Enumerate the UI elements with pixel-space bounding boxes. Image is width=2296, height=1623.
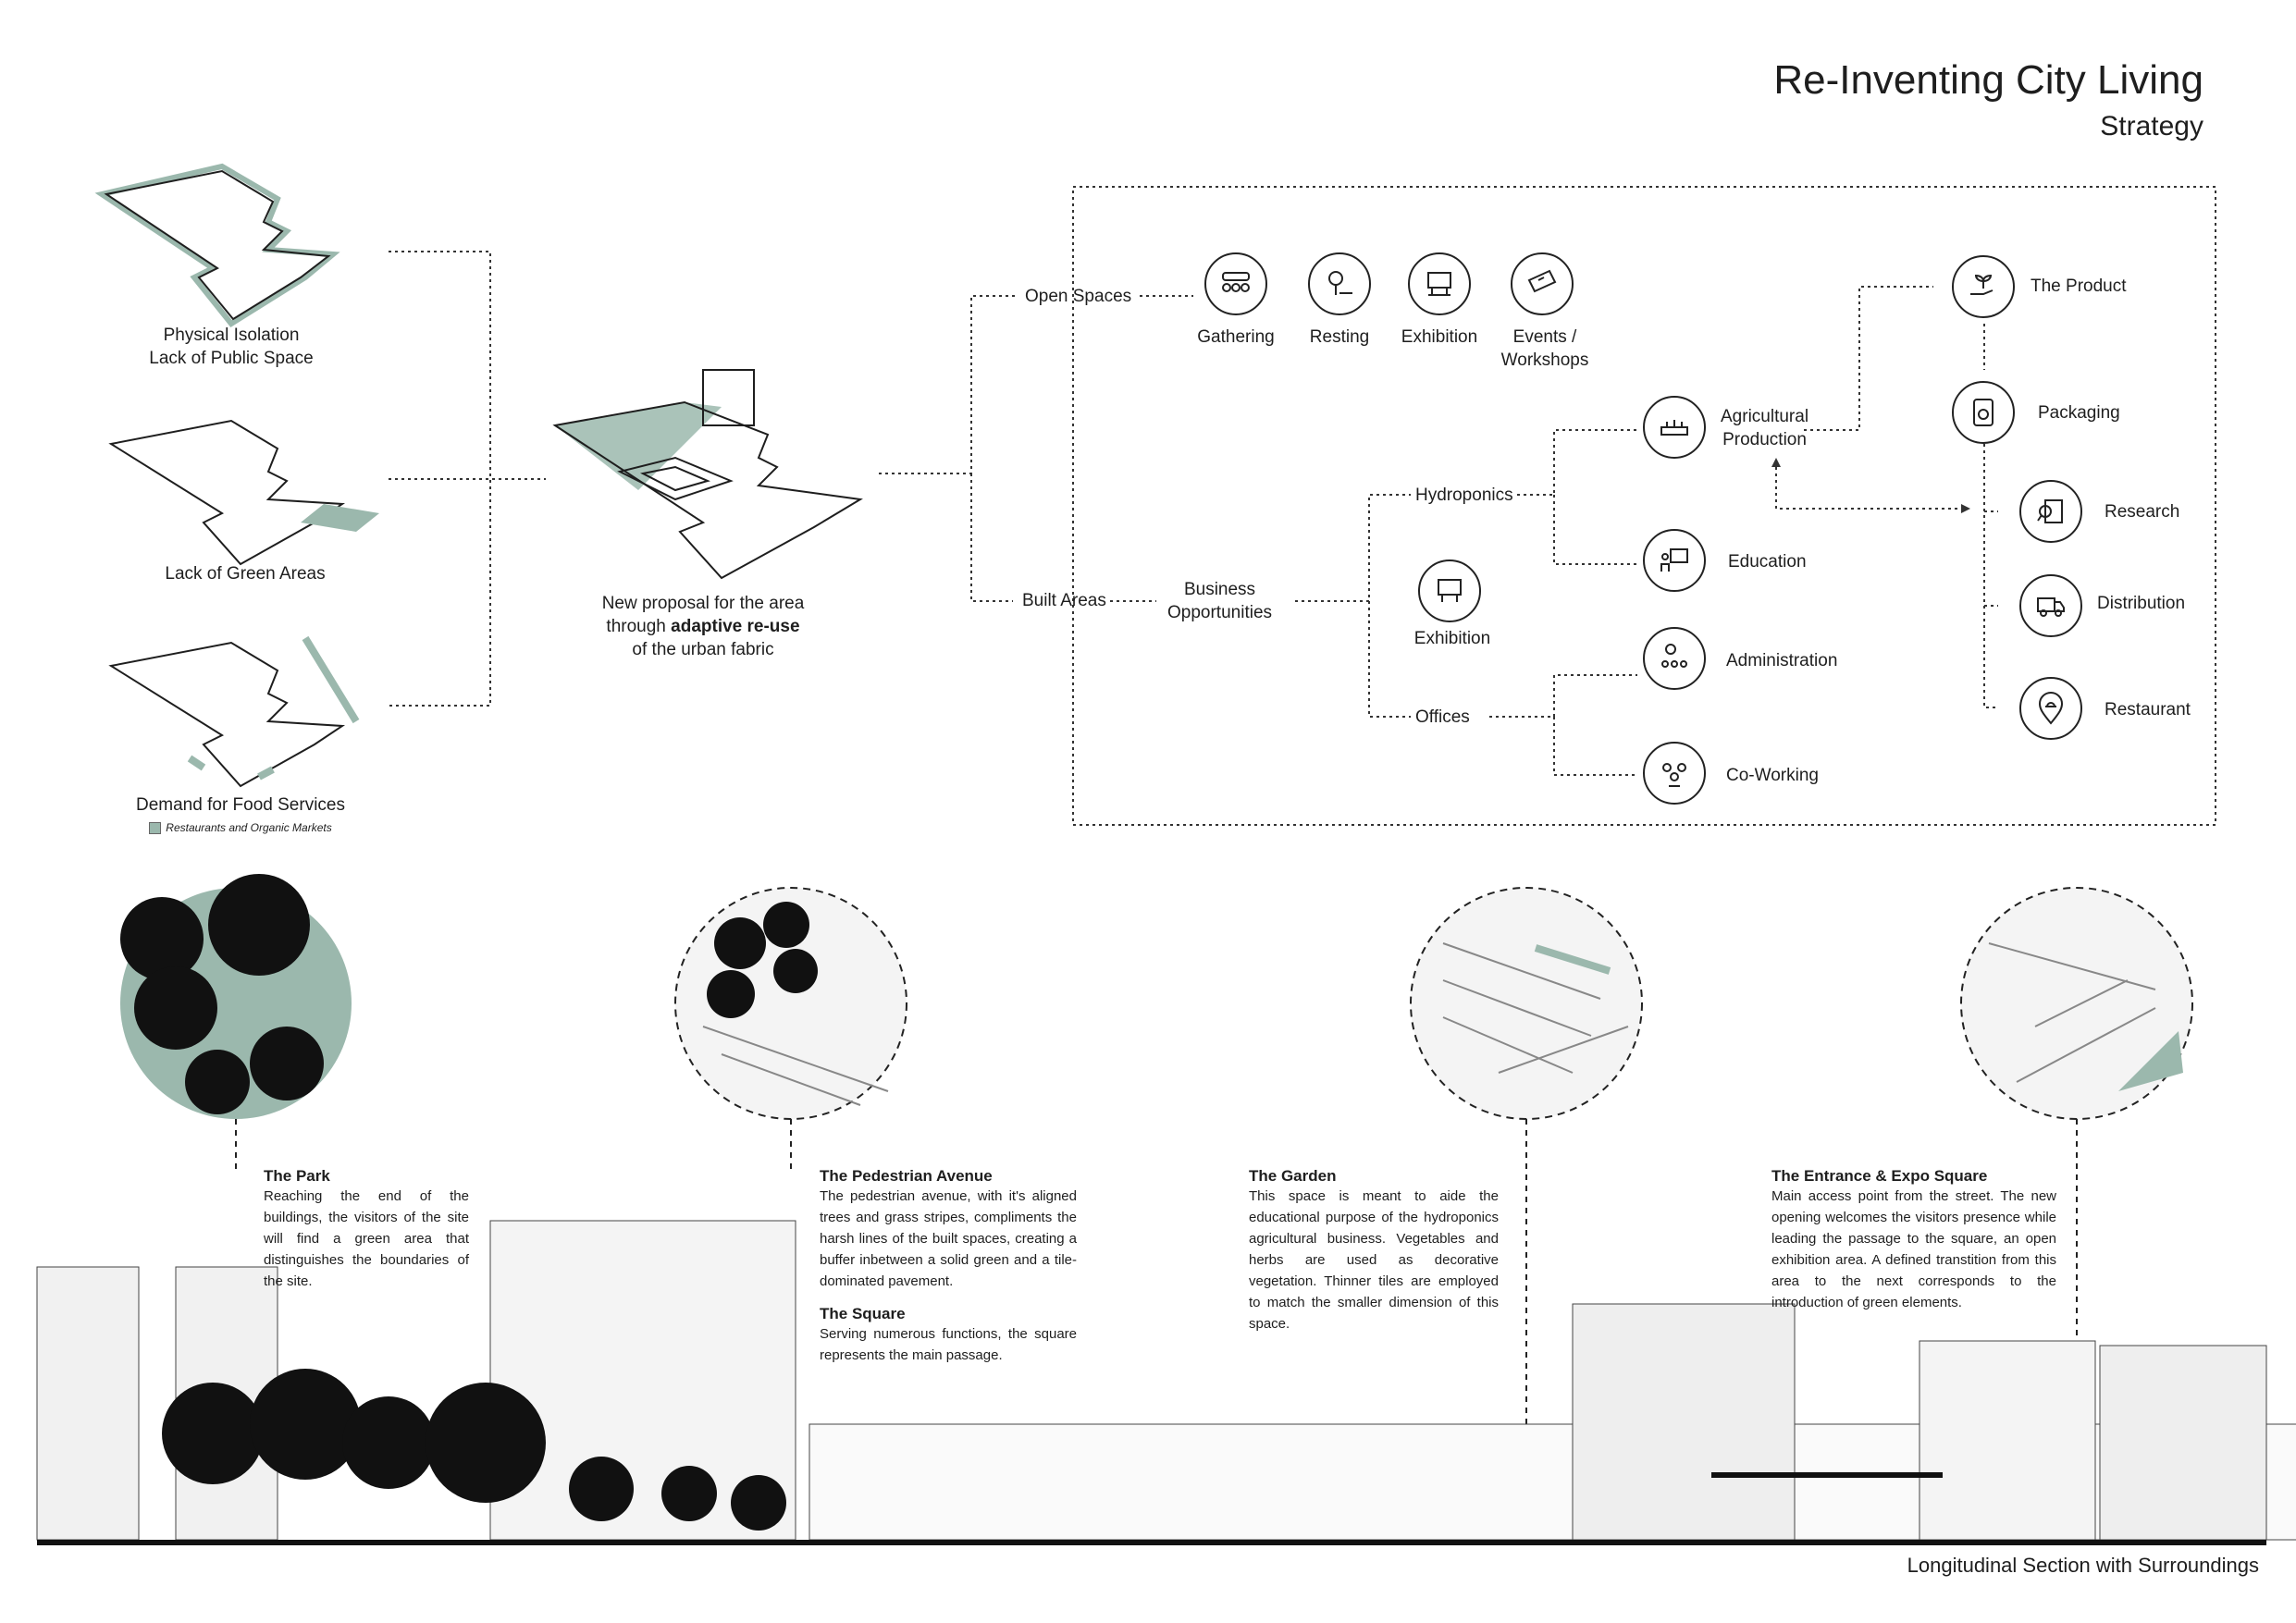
entrance-title: The Entrance & Expo Square [1771, 1167, 1988, 1185]
branch-open-spaces: Open Spaces [1025, 287, 1132, 306]
plant-hand-icon [1952, 255, 2015, 318]
branch-business: Business Opportunities [1167, 580, 1273, 622]
proposal-sketch [552, 369, 863, 580]
business-coworking: Co-Working [1726, 766, 1819, 785]
issue-label-green: Lack of Green Areas [165, 564, 326, 584]
park-title: The Park [264, 1167, 330, 1185]
entrance-detail-circle [1960, 887, 2193, 1120]
branch-built-areas: Built Areas [1022, 591, 1106, 610]
issue-label-isolation: Physical Isolation Lack of Public Space [149, 326, 314, 368]
open-item-gathering: Gathering [1197, 327, 1275, 347]
park-description: The Park Reaching the end of the buildin… [264, 1167, 469, 1292]
open-item-exhibition: Exhibition [1401, 327, 1478, 347]
exhibition-icon [1418, 559, 1481, 622]
exhibition-icon [1408, 252, 1471, 315]
entrance-description: The Entrance & Expo Square Main access p… [1771, 1167, 2056, 1313]
research-document-icon [2019, 480, 2082, 543]
arrow-head-right [1961, 504, 1970, 513]
branch-offices: Offices [1415, 707, 1470, 727]
circle-leaders [235, 1119, 2078, 1544]
business-education: Education [1728, 552, 1807, 572]
open-item-resting: Resting [1309, 327, 1370, 347]
avenue-detail-circle [674, 887, 907, 1120]
hydroponic-tray-icon [1643, 396, 1706, 459]
site-sketch-1 [94, 163, 340, 327]
park-text: Reaching the end of the buildings, the v… [264, 1188, 469, 1289]
branch-hydroponics: Hydroponics [1415, 486, 1513, 505]
site-sketch-3 [108, 635, 360, 788]
garden-description: The Garden This space is meant to aide t… [1249, 1167, 1499, 1334]
park-detail-circle [120, 874, 352, 1119]
restaurant-pin-icon [2019, 677, 2082, 740]
garden-text: This space is meant to aide the educatio… [1249, 1188, 1499, 1332]
delivery-truck-icon [2019, 574, 2082, 637]
avenue-title: The Pedestrian Avenue [820, 1167, 993, 1185]
page-title: Re-Inventing City Living [1773, 57, 2203, 103]
chain-research: Research [2105, 502, 2180, 522]
proposal-label: New proposal for the area through adapti… [601, 594, 805, 659]
packaging-jar-icon [1952, 381, 2015, 444]
connector-lines [389, 186, 2216, 826]
admin-team-icon [1643, 627, 1706, 690]
entrance-text: Main access point from the street. The n… [1771, 1188, 2056, 1310]
chain-packaging: Packaging [2038, 403, 2120, 423]
business-administration: Administration [1726, 651, 1838, 670]
avenue-description: The Pedestrian Avenue The pedestrian ave… [820, 1167, 1077, 1366]
page-subtitle: Strategy [2100, 111, 2203, 141]
section-drawing [36, 1220, 2296, 1545]
legend-swatch [149, 822, 162, 835]
teacher-board-icon [1643, 529, 1706, 592]
chain-distribution: Distribution [2097, 594, 2186, 613]
issue-label-food: Demand for Food Services Restaurants and… [136, 795, 345, 835]
site-sketch-2 [108, 419, 379, 566]
coworking-people-icon [1643, 742, 1706, 805]
chain-restaurant: Restaurant [2105, 700, 2191, 719]
bench-tree-icon [1308, 252, 1371, 315]
section-caption: Longitudinal Section with Surroundings [1907, 1554, 2259, 1577]
business-agri: Agricultural Production [1721, 407, 1809, 449]
chain-product: The Product [2031, 277, 2127, 296]
gathering-icon [1204, 252, 1267, 315]
garden-detail-circle [1410, 887, 1643, 1120]
ticket-icon [1511, 252, 1574, 315]
avenue-text: The pedestrian avenue, with it's aligned… [820, 1188, 1077, 1289]
business-exhibition: Exhibition [1413, 629, 1491, 648]
garden-title: The Garden [1249, 1167, 1337, 1185]
open-item-events: Events / Workshops [1500, 327, 1589, 370]
arrow-head-up [1771, 458, 1781, 467]
square-text: Serving numerous functions, the square r… [820, 1326, 1077, 1363]
square-title: The Square [820, 1305, 906, 1322]
